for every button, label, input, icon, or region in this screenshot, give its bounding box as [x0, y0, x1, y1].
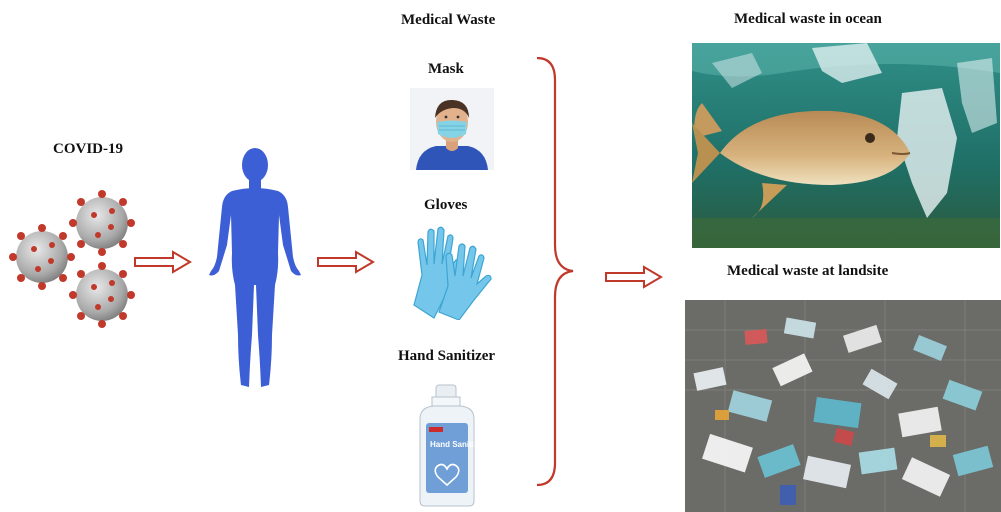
mask-label: Mask [428, 61, 464, 78]
hand-sanitizer-label: Hand Sanitizer [398, 348, 495, 365]
virus-icon [69, 262, 135, 328]
mask-wearer-icon [410, 88, 494, 170]
fish-with-plastic-photo [692, 43, 1000, 248]
ocean-label: Medical waste in ocean [734, 11, 882, 28]
waste-pile-photo [685, 300, 1001, 512]
landsite-label: Medical waste at landsite [727, 263, 888, 280]
virus-icon [9, 224, 75, 290]
arrow-human-to-waste [316, 250, 376, 274]
grouping-brace [535, 55, 585, 490]
virus-icon [69, 190, 135, 256]
medical-waste-heading: Medical Waste [401, 12, 495, 29]
gloves-icon [404, 220, 494, 320]
arrow-virus-to-human [133, 250, 193, 274]
human-body-icon [205, 145, 305, 395]
hand-sanitizer-icon: Hand Sanitizer [412, 383, 482, 508]
arrow-waste-to-environment [604, 265, 664, 289]
virus-cluster [5, 185, 140, 335]
sanitizer-bottle-text: Hand Sanitizer [430, 440, 482, 449]
covid-label: COVID-19 [53, 141, 123, 158]
gloves-label: Gloves [424, 197, 467, 214]
